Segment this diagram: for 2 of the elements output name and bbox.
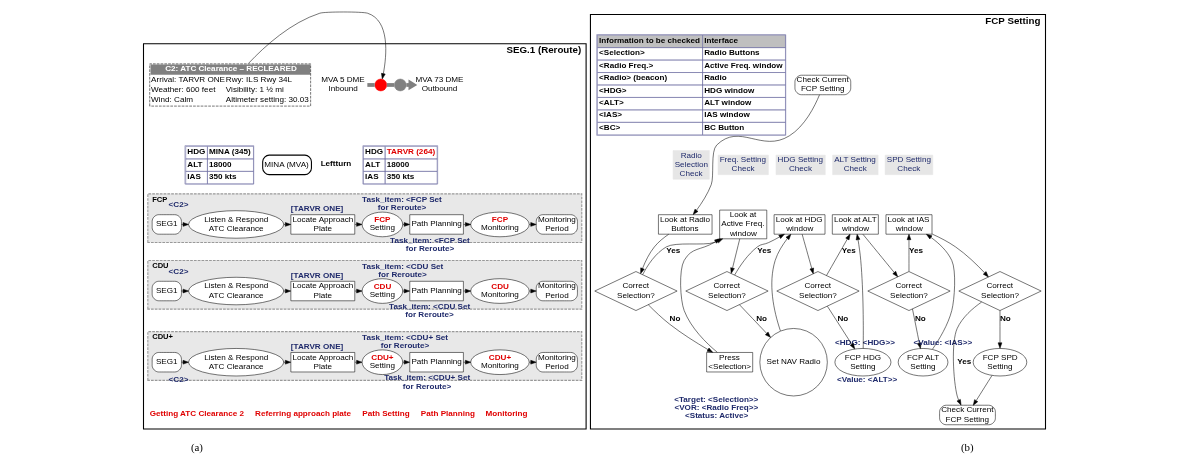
node-label: (a) <box>190 440 203 453</box>
node-label: (b) <box>960 440 974 453</box>
